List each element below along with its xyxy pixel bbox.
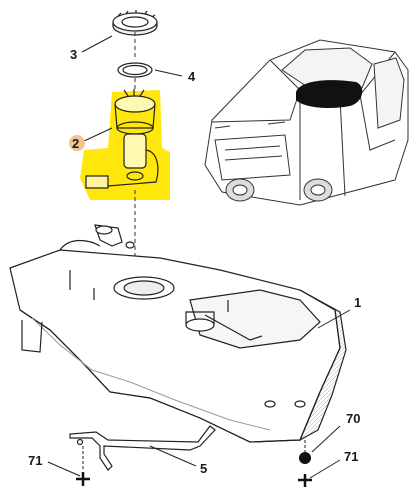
vehicle-illustration bbox=[204, 39, 409, 206]
tank-strap-part bbox=[69, 425, 216, 471]
callout-label-5: 5 bbox=[200, 461, 208, 476]
callout-label-2: 2 bbox=[72, 136, 80, 151]
callout-label-1: 1 bbox=[354, 295, 362, 310]
callout-label-3: 3 bbox=[70, 47, 78, 62]
fuel-tank-location-blackout bbox=[296, 80, 363, 108]
fuel-tank-part bbox=[9, 224, 347, 443]
fixing-point-cross-left bbox=[76, 472, 90, 486]
seal-part bbox=[117, 62, 153, 78]
locking-ring-part bbox=[112, 10, 158, 36]
fixing-point-cross-right bbox=[298, 474, 312, 487]
fuel-pump-sender-unit bbox=[85, 89, 159, 189]
callout-label-4: 4 bbox=[188, 69, 196, 84]
callout-label-71-left: 71 bbox=[28, 453, 43, 468]
rubber-mount-part bbox=[299, 452, 311, 464]
callout-2-marker bbox=[69, 135, 85, 151]
callout-leader-lines bbox=[47, 35, 351, 479]
callout-label-70: 70 bbox=[346, 411, 361, 426]
callout-label-71-right: 71 bbox=[344, 449, 359, 464]
